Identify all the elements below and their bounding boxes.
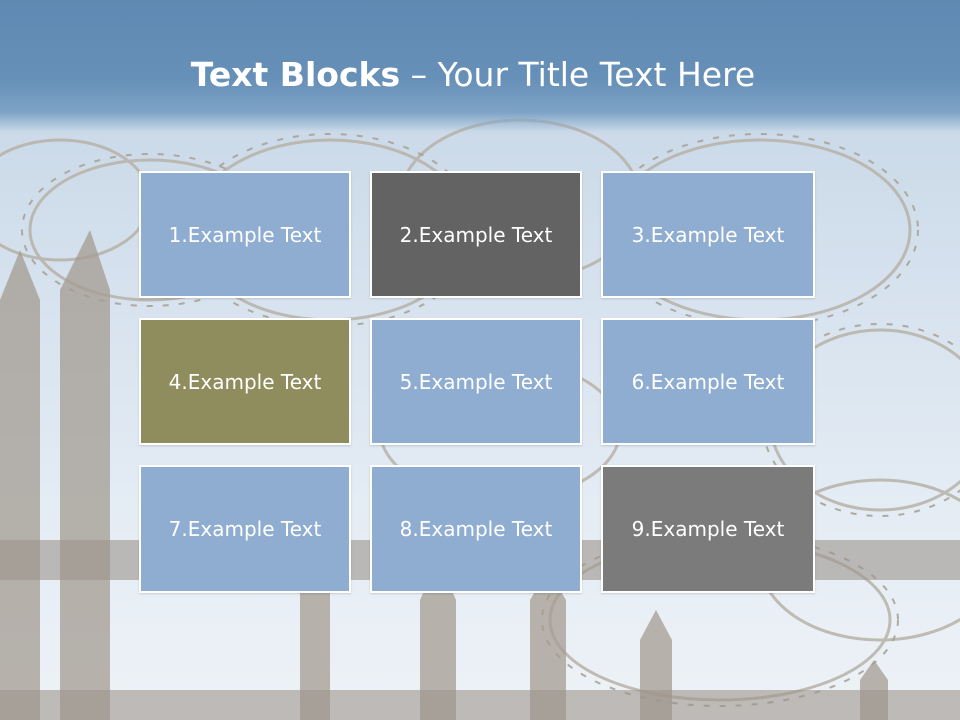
text-block-label: 8.Example Text bbox=[399, 517, 553, 541]
text-block-3[interactable]: 3.Example Text bbox=[601, 171, 815, 298]
text-block-1[interactable]: 1.Example Text bbox=[139, 171, 351, 298]
title-bold: Text Blocks bbox=[190, 55, 401, 94]
text-block-5[interactable]: 5.Example Text bbox=[370, 318, 582, 445]
text-block-label: 6.Example Text bbox=[631, 369, 785, 394]
text-block-8[interactable]: 8.Example Text bbox=[370, 465, 582, 593]
text-block-6[interactable]: 6.Example Text bbox=[601, 318, 815, 445]
text-block-label: 1.Example Text bbox=[168, 222, 322, 247]
text-block-label: 3.Example Text bbox=[631, 222, 785, 247]
text-block-2[interactable]: 2.Example Text bbox=[370, 171, 582, 298]
title-dash: – bbox=[400, 55, 438, 94]
text-block-label: 5.Example Text bbox=[399, 369, 553, 394]
page-title: Text Blocks – Your Title Text Here bbox=[0, 52, 946, 98]
text-block-9[interactable]: 9.Example Text bbox=[601, 465, 815, 593]
text-block-7[interactable]: 7.Example Text bbox=[139, 465, 351, 593]
text-block-4[interactable]: 4.Example Text bbox=[139, 318, 351, 445]
title-band bbox=[0, 0, 960, 132]
text-block-label: 4.Example Text bbox=[168, 369, 322, 394]
text-block-label: 9.Example Text bbox=[631, 517, 785, 541]
text-block-label: 7.Example Text bbox=[168, 517, 322, 541]
title-rest: Your Title Text Here bbox=[437, 55, 756, 94]
text-block-label: 2.Example Text bbox=[399, 222, 553, 247]
